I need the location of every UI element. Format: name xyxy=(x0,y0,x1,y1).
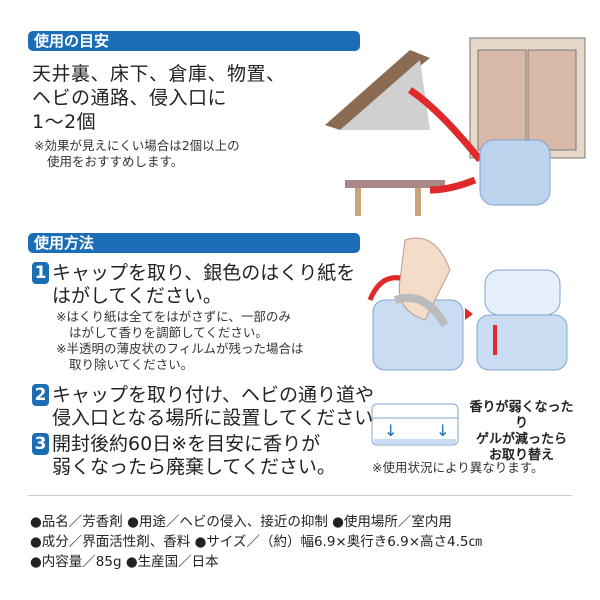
next-arrow-icon xyxy=(465,308,473,320)
spec-line: ●成分／界面活性剤、香料 ●サイズ／（約）幅6.9×奥行き6.9×高さ4.5㎝ xyxy=(30,534,482,550)
usage-locations: 天井裏、床下、倉庫、物置、 ヘビの通路、侵入口に 1〜2個 xyxy=(32,62,286,134)
usage-guide-heading: 使用の目安 xyxy=(28,31,360,51)
replace-text: お取り替え xyxy=(488,448,554,463)
replace-text: 香りが弱くなったり xyxy=(469,400,574,431)
product-container xyxy=(479,139,551,206)
cap xyxy=(484,269,561,316)
attic xyxy=(340,60,430,130)
arrow-icon xyxy=(367,275,401,301)
peel-paper xyxy=(393,293,449,328)
arrow-icon xyxy=(408,87,483,163)
step-note: 取り除いてください。 xyxy=(69,357,194,372)
step-text: キャップを取り、銀色のはくり紙を xyxy=(52,262,356,284)
roof xyxy=(325,50,430,130)
step-text: 弱くなったら廃棄してください。 xyxy=(52,456,336,478)
container-side xyxy=(371,403,459,446)
locations-line-2: ヘビの通路、侵入口に xyxy=(32,87,228,109)
container-closed xyxy=(476,314,568,371)
gel-remaining xyxy=(374,439,456,444)
spec-line: ●内容量／85g ●生産国／日本 xyxy=(30,554,219,570)
post xyxy=(355,188,361,216)
replace-note: ※使用状況により異なります。 xyxy=(372,460,544,475)
divider xyxy=(28,495,572,496)
down-arrow-icon: ↓ xyxy=(384,421,397,440)
step-text: はがしてください。 xyxy=(52,285,222,307)
replace-guide: 香りが弱くなったり ゲルが減ったら お取り替え xyxy=(464,400,579,464)
step-text: 侵入口となる場所に設置してください。 xyxy=(52,407,393,429)
locations-line-1: 天井裏、床下、倉庫、物置、 xyxy=(32,63,286,85)
step-number: 1 xyxy=(32,262,49,284)
step-text: キャップを取り付け、ヘビの通り道や xyxy=(52,384,375,406)
post xyxy=(415,188,421,216)
shed-door xyxy=(527,49,577,151)
usage-note: ※効果が見えにくい場合は2個以上の 使用をおすすめします。 xyxy=(34,138,240,170)
step-note: はがして香りを調節してください。 xyxy=(69,325,268,340)
product-specs: ●品名／芳香剤 ●用途／ヘビの侵入、接近の抑制 ●使用場所／室内用 ●成分／界面… xyxy=(30,512,590,572)
gel-level-illustration: ↓ ↓ xyxy=(371,403,459,446)
house-illustration xyxy=(325,37,586,216)
usage-illustration xyxy=(367,237,568,371)
usage-note-line-1: ※効果が見えにくい場合は2個以上の xyxy=(34,138,240,153)
usage-note-line-2: 使用をおすすめします。 xyxy=(47,154,184,169)
replace-text: ゲルが減ったら xyxy=(475,432,567,447)
floor xyxy=(345,180,445,188)
how-to-use-heading: 使用方法 xyxy=(28,233,360,253)
step-number: 2 xyxy=(32,384,49,406)
arrow-icon xyxy=(429,176,477,194)
quantity: 1〜2個 xyxy=(32,111,97,133)
spec-line: ●品名／芳香剤 ●用途／ヘビの侵入、接近の抑制 ●使用場所／室内用 xyxy=(30,514,452,530)
shed-door xyxy=(477,49,527,151)
down-arrow-icon: ↓ xyxy=(436,421,449,440)
step-number: 3 xyxy=(32,433,49,455)
step-note: ※半透明の薄皮状のフィルムが残った場合は xyxy=(56,341,304,356)
step-note: ※はくり紙は全てをはがさずに、一部のみ xyxy=(56,309,291,324)
step-text: 開封後約60日※を目安に香りが xyxy=(52,433,321,455)
